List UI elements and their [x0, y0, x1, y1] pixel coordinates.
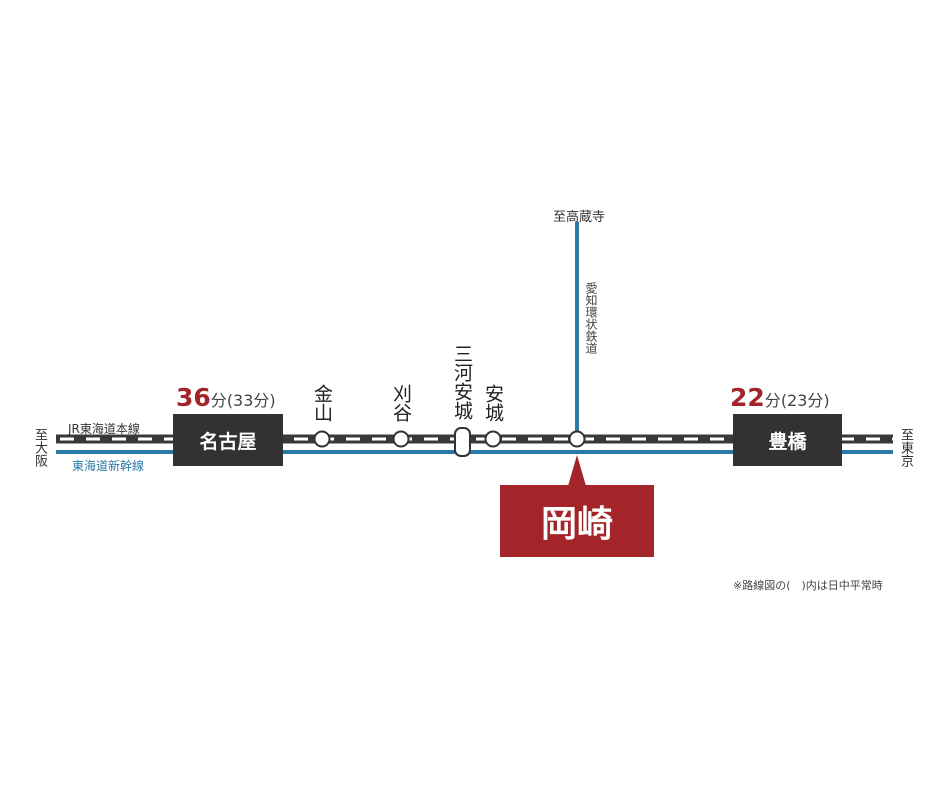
station-toyohashi[interactable]: 豊橋: [733, 414, 842, 466]
station-anjo[interactable]: 安城: [482, 384, 504, 422]
okazaki-pointer: [568, 455, 586, 486]
station-kanayama[interactable]: 金山: [311, 384, 333, 422]
station-okazaki[interactable]: 岡崎: [500, 485, 654, 557]
station-kariya[interactable]: 刈谷: [390, 384, 412, 422]
station-marker-mikawa-anjo: [454, 427, 471, 457]
direction-tokyo: 至東京: [898, 428, 913, 467]
toyohashi-time: 22分(23分): [730, 383, 830, 412]
jr-line-label: JR東海道本線: [68, 422, 140, 436]
station-marker-anjo: [484, 430, 502, 448]
station-nagoya[interactable]: 名古屋: [173, 414, 283, 466]
station-marker-kariya: [392, 430, 410, 448]
aichi-loop-label: 愛知環状鉄道: [584, 282, 598, 354]
direction-kozoji: 至高蔵寺: [553, 210, 606, 225]
station-mikawa-anjo[interactable]: 三河安城: [451, 344, 473, 420]
station-marker-kanayama: [313, 430, 331, 448]
nagoya-time: 36分(33分): [176, 383, 276, 412]
station-marker-okazaki: [568, 430, 586, 448]
shinkansen-label: 東海道新幹線: [72, 459, 145, 473]
direction-osaka: 至大阪: [32, 428, 47, 467]
footnote: ※路線図の( )内は日中平常時: [733, 579, 883, 592]
